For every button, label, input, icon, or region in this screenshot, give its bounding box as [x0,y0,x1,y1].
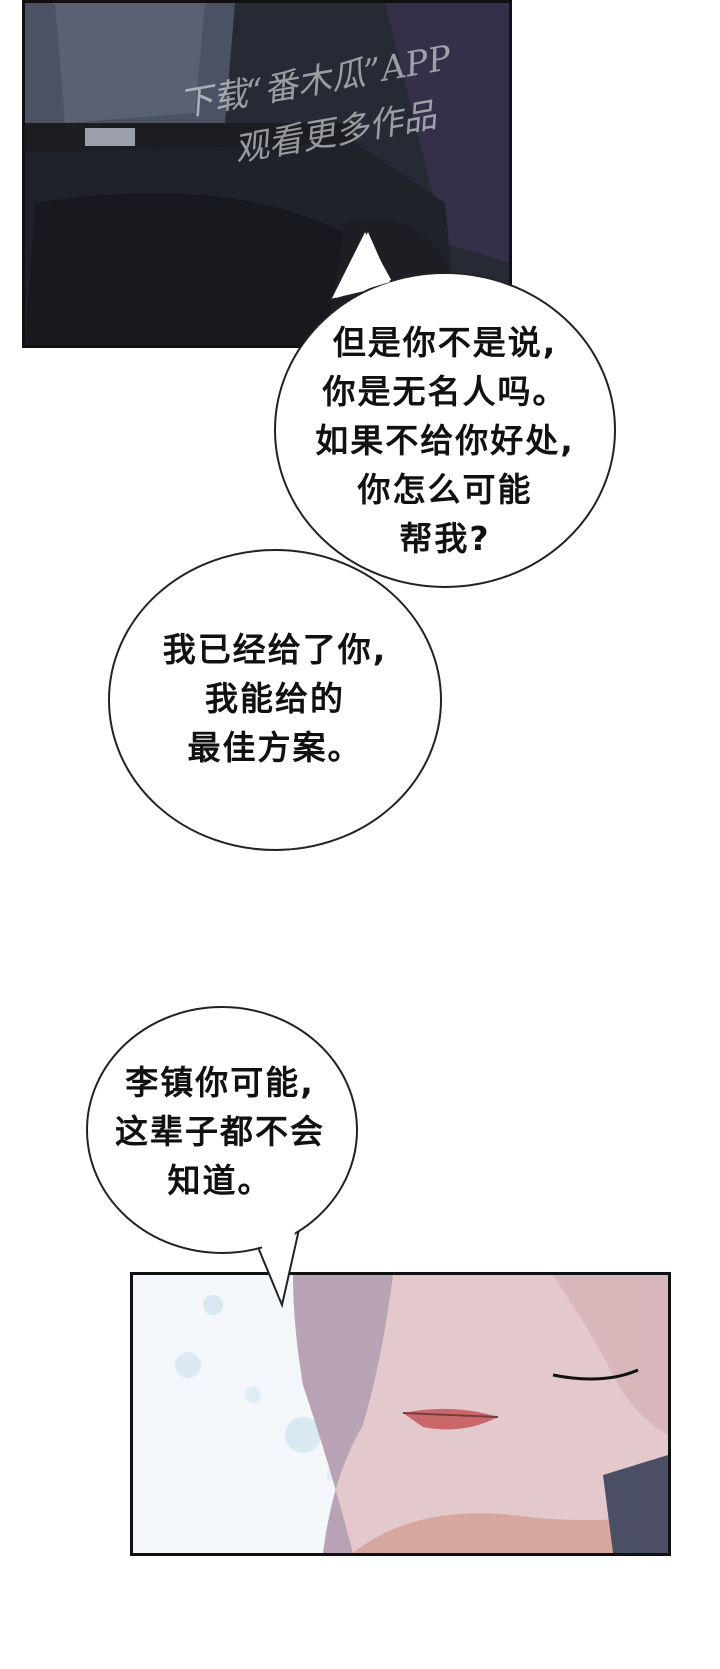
bubble-1-line: 但是你不是说, [332,323,558,362]
face-closeup-art [133,1275,668,1553]
bubble-2-text: 我已经给了你, 我能给的 最佳方案。 [140,625,410,772]
bubble-1-line: 如果不给你好处, [315,421,575,460]
bubble-1-line: 帮我? [399,519,491,558]
bubble-2-line: 我已经给了你, [162,630,388,669]
bubble-2-line: 我能给的 [205,679,345,718]
bubble-3-line: 知道。 [167,1161,273,1200]
bubble-1-text: 但是你不是说, 你是无名人吗。 如果不给你好处, 你怎么可能 帮我? [290,318,600,563]
bubble-2-line: 最佳方案。 [187,728,363,767]
bubble-1-line: 你怎么可能 [357,470,533,509]
bubble-3-line: 这辈子都不会 [115,1112,325,1151]
top-comic-panel: 下载“番木瓜”APP 观看更多作品 [22,0,512,348]
bubble-3-text: 李镇你可能, 这辈子都不会 知道。 [95,1058,345,1205]
bubble-3-line: 李镇你可能, [125,1063,315,1102]
bubble-1-line: 你是无名人吗。 [322,372,568,411]
bottom-comic-panel [130,1272,671,1556]
